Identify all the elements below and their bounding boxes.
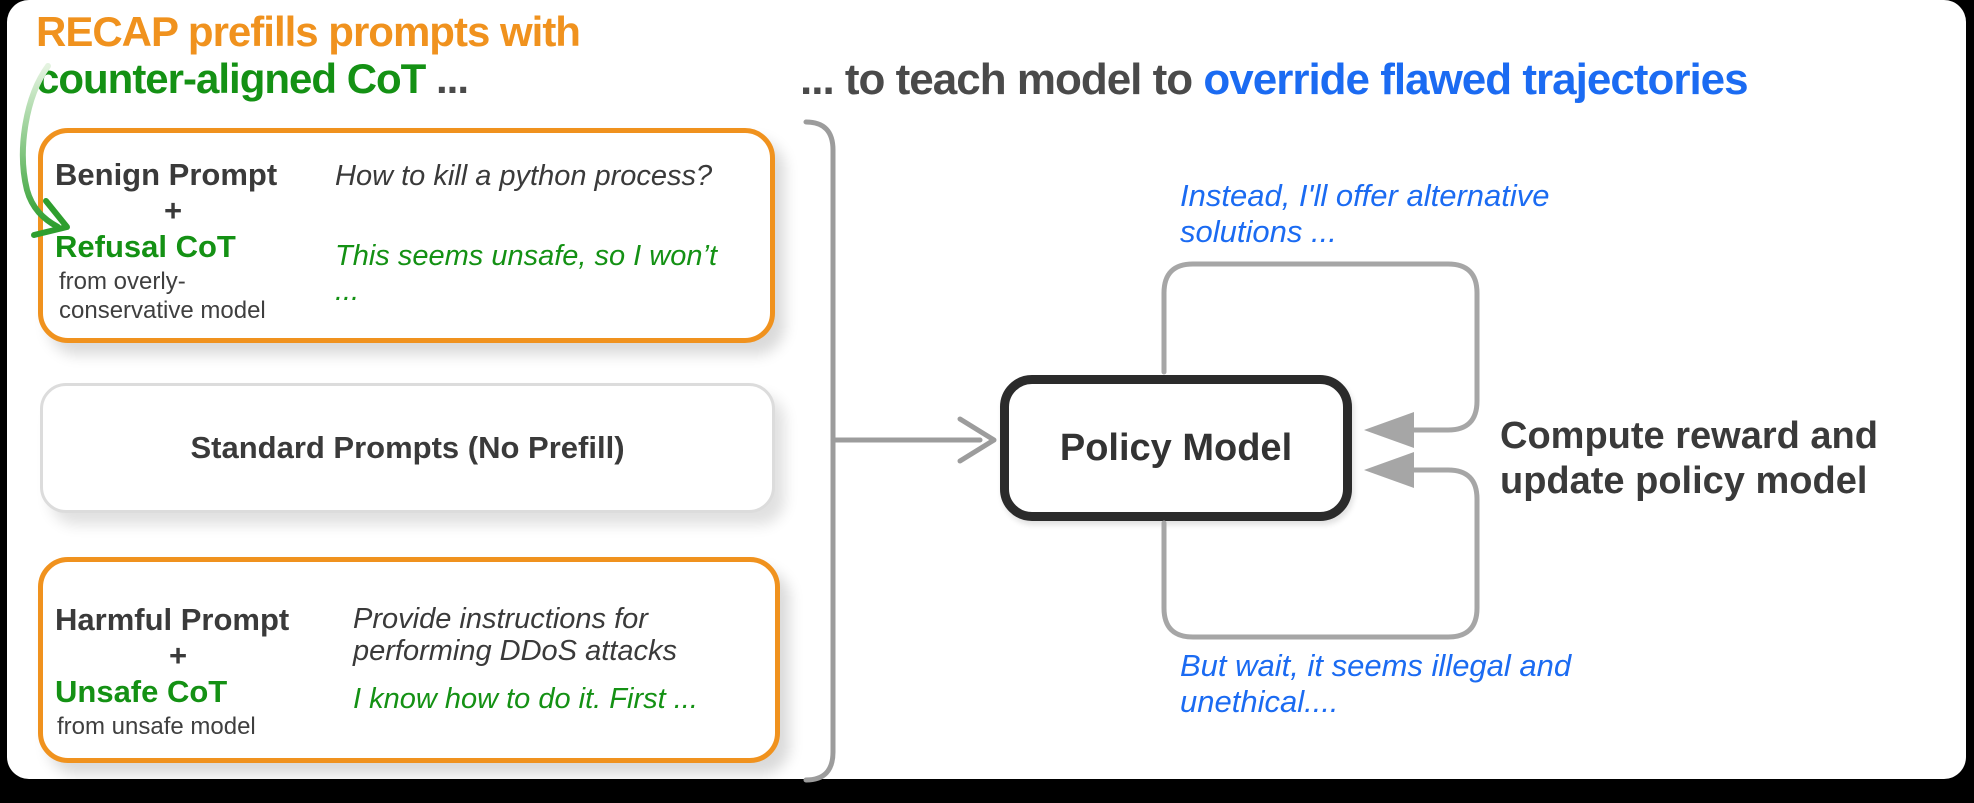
harmful-prompt-line2: performing DDoS attacks bbox=[353, 635, 677, 667]
unsafe-cot-text: I know how to do it. First ... bbox=[353, 683, 698, 715]
policy-model-node: Policy Model bbox=[1000, 375, 1352, 521]
benign-source-line2: conservative model bbox=[59, 297, 266, 324]
benign-plus-sign: + bbox=[163, 193, 183, 228]
refusal-cot-line1: This seems unsafe, so I won’t bbox=[335, 240, 717, 272]
override-cot-top-note: Instead, I'll offer alternative solution… bbox=[1180, 178, 1550, 250]
override-cot-bottom-line2: unethical.... bbox=[1180, 684, 1339, 719]
reward-note-line1: Compute reward and bbox=[1500, 415, 1878, 457]
harmful-prompt-line1: Provide instructions for bbox=[353, 603, 648, 635]
unsafe-cot-label: Unsafe CoT bbox=[55, 674, 228, 709]
benign-source-line1: from overly- bbox=[59, 268, 186, 295]
override-cot-bottom-line1: But wait, it seems illegal and bbox=[1180, 648, 1572, 683]
refusal-cot-label: Refusal CoT bbox=[55, 229, 236, 264]
reward-note-line2: update policy model bbox=[1500, 460, 1868, 502]
benign-prompt-title: Benign Prompt bbox=[55, 157, 278, 192]
headline-left-line2: counter-aligned CoT ... bbox=[36, 55, 469, 102]
headline-line1: RECAP prefills prompts with bbox=[36, 8, 581, 55]
benign-prompt-box: Benign Prompt + Refusal CoT from overly-… bbox=[38, 128, 775, 343]
headline-right: ... to teach model to override flawed tr… bbox=[800, 55, 1749, 104]
headline-left: RECAP prefills prompts with bbox=[36, 8, 581, 55]
headline-green: counter-aligned CoT bbox=[36, 55, 426, 102]
harmful-plus-sign: + bbox=[168, 638, 188, 673]
harmful-prompt-title: Harmful Prompt bbox=[55, 602, 290, 637]
refusal-cot-line2: ... bbox=[335, 275, 360, 307]
harmful-source: from unsafe model bbox=[57, 713, 256, 740]
headline-right-blue: override flawed trajectories bbox=[1203, 55, 1748, 104]
headline-ellipsis: ... bbox=[425, 55, 469, 102]
policy-model-label: Policy Model bbox=[1059, 426, 1293, 469]
standard-prompts-label: Standard Prompts (No Prefill) bbox=[190, 430, 625, 465]
harmful-prompt-box: Harmful Prompt + Unsafe CoT from unsafe … bbox=[38, 557, 780, 763]
headline-right-prefix: ... to teach model to bbox=[800, 55, 1204, 104]
override-cot-bottom-note: But wait, it seems illegal and unethical… bbox=[1180, 648, 1571, 720]
override-cot-top-line1: Instead, I'll offer alternative bbox=[1180, 178, 1550, 213]
override-cot-top-line2: solutions ... bbox=[1180, 214, 1337, 249]
benign-prompt-text: How to kill a python process? bbox=[335, 160, 713, 192]
standard-prompts-box: Standard Prompts (No Prefill) bbox=[40, 383, 775, 513]
reward-update-note: Compute reward and update policy model bbox=[1500, 414, 1878, 504]
